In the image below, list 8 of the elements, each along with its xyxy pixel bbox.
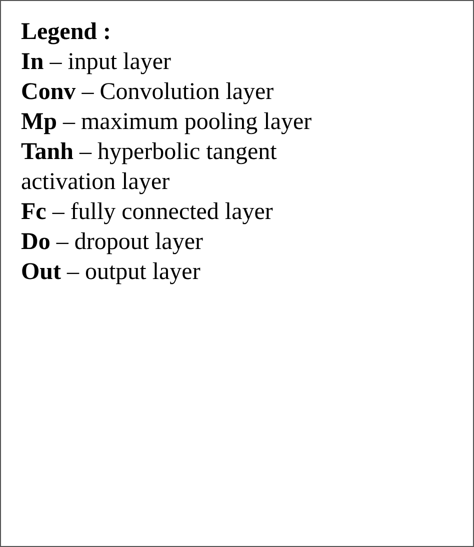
legend-entry: Fc – fully connected layer <box>21 198 273 227</box>
legend-entry: Do – dropout layer <box>21 228 203 257</box>
legend-entry: Conv – Convolution layer <box>21 78 274 107</box>
legend-entry: Tanh – hyperbolic tangent activation layer <box>21 138 278 197</box>
legend-heading: Legend : <box>21 18 111 47</box>
legend-entry: Out – output layer <box>21 258 200 287</box>
legend-entry: Mp – maximum pooling layer <box>21 108 312 137</box>
legend-entry: In – input layer <box>21 48 171 77</box>
